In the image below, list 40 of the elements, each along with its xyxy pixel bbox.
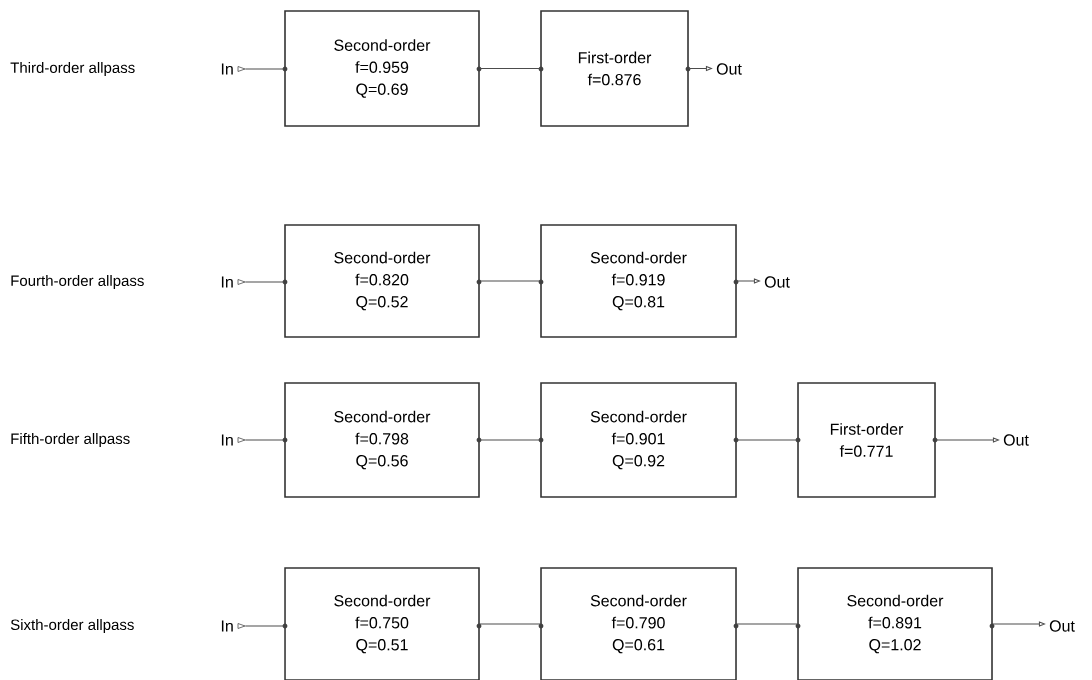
node-label: In: [221, 620, 233, 632]
input-port: In: [221, 620, 246, 632]
filter-block: Second-order f=0.959 Q=0.69: [282, 10, 482, 127]
connector-line: [736, 278, 760, 284]
filter-block: Second-order f=0.750 Q=0.51: [282, 567, 482, 680]
connector-line: [244, 439, 285, 441]
row-label: Sixth-order allpass: [10, 619, 134, 633]
input-port: In: [221, 276, 246, 288]
output-label: Out: [1003, 434, 1029, 446]
connector-line: [479, 439, 541, 441]
connector-line: [736, 623, 798, 625]
connector-line: [244, 281, 285, 283]
filter-block: First-order f=0.771: [795, 382, 938, 498]
connector-line: [479, 623, 541, 625]
node-label: In: [221, 276, 233, 288]
row-label: Fourth-order allpass: [11, 275, 144, 289]
row-label: Fifth-order allpass: [11, 433, 130, 447]
node-label: In: [221, 63, 233, 75]
filter-block: Second-order f=0.891 Q=1.02: [795, 567, 995, 680]
input-port: In: [221, 434, 246, 446]
filter-block: Second-order f=0.790 Q=0.61: [538, 567, 739, 680]
connector-line: [479, 68, 541, 69]
filter-block: Second-order f=0.820 Q=0.52: [282, 224, 482, 338]
connector-line: [244, 68, 285, 70]
connector-line: [688, 66, 712, 71]
connector-line: [479, 280, 541, 282]
filter-block: Second-order f=0.901 Q=0.92: [538, 382, 739, 498]
connector-line: [736, 439, 798, 441]
filter-block: Second-order f=0.919 Q=0.81: [538, 224, 739, 338]
input-port: In: [221, 63, 246, 75]
output-label: Out: [764, 276, 790, 288]
filter-block: First-order f=0.876: [538, 10, 691, 127]
output-label: Out: [1049, 620, 1075, 632]
output-label: Out: [716, 63, 742, 75]
node-label: In: [221, 434, 233, 446]
row-label: Third-order allpass: [10, 62, 135, 76]
connector-line: [935, 437, 999, 443]
filter-block: Second-order f=0.798 Q=0.56: [282, 382, 482, 498]
connector-line: [244, 625, 285, 627]
connector-line: [992, 621, 1045, 627]
